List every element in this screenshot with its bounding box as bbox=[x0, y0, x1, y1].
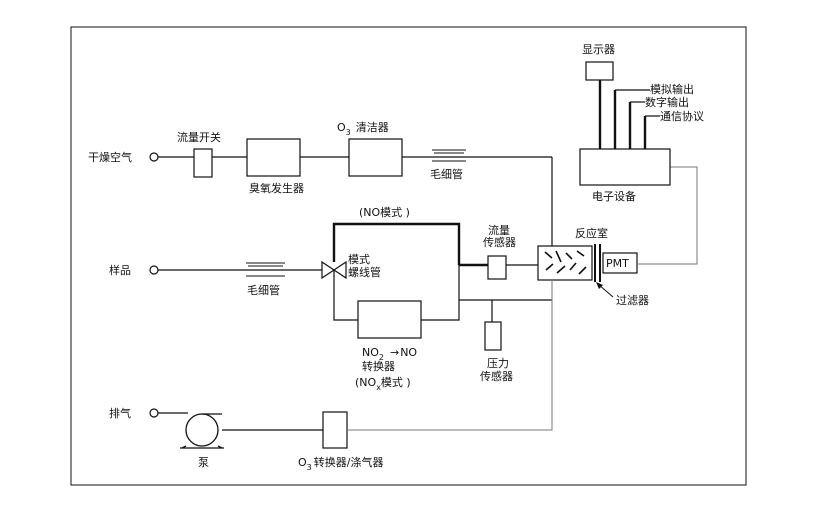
flow-sensor-label-1: 流量 bbox=[488, 223, 510, 237]
nox-mode-path-right bbox=[421, 265, 460, 321]
capillary-symbol-top bbox=[432, 149, 466, 162]
sample-inlet-port bbox=[149, 265, 159, 275]
flow-sensor bbox=[487, 255, 507, 280]
nox-mode-path-left bbox=[333, 286, 358, 321]
mode-valve-label-1: 模式 bbox=[348, 253, 370, 266]
pmt-signal-line bbox=[637, 166, 698, 265]
dry-air-label: 干燥空气 bbox=[88, 150, 132, 164]
capillary-symbol-sample bbox=[246, 262, 285, 277]
reaction-chamber-glow bbox=[544, 250, 587, 275]
electronics-unit bbox=[579, 148, 671, 186]
no-mode-label: (NO模式 ) bbox=[359, 206, 410, 219]
flow-switch bbox=[193, 148, 213, 178]
capillary-top-label: 毛细管 bbox=[430, 167, 463, 181]
pump-label: 泵 bbox=[198, 456, 209, 469]
electronics-label: 电子设备 bbox=[592, 189, 636, 203]
pipe-exhaust-return bbox=[347, 280, 553, 431]
ozone-generator bbox=[246, 138, 301, 177]
reaction-chamber-label: 反应室 bbox=[575, 226, 608, 240]
nox-mode-label: (NOx模式 ) bbox=[355, 376, 411, 392]
mode-valve-label-2: 螺线管 bbox=[348, 265, 381, 279]
diagram-frame bbox=[70, 26, 747, 486]
mode-solenoid-valve bbox=[321, 260, 347, 286]
display-label: 显示器 bbox=[582, 43, 615, 56]
ozone-generator-label: 臭氧发生器 bbox=[249, 181, 304, 195]
no-mode-path bbox=[332, 222, 461, 265]
o3-scrubber bbox=[322, 411, 348, 449]
digital-output-label: 数字输出 bbox=[645, 95, 689, 109]
pmt bbox=[602, 252, 638, 274]
exhaust-outlet-port bbox=[149, 408, 159, 418]
exhaust-label: 排气 bbox=[109, 406, 131, 420]
o3-cleaner bbox=[348, 138, 403, 177]
display bbox=[585, 61, 614, 81]
analog-output-label: 模拟输出 bbox=[650, 82, 694, 96]
pump bbox=[180, 413, 224, 449]
pmt-label: PMT bbox=[606, 257, 629, 270]
filter-pointer-head bbox=[596, 282, 603, 289]
capillary-sample-label: 毛细管 bbox=[247, 283, 280, 297]
converter-label-2: 转换器 bbox=[362, 359, 395, 373]
pressure-sensor bbox=[484, 321, 502, 351]
pressure-sensor-label-1: 压力 bbox=[487, 357, 509, 370]
reaction-chamber bbox=[537, 245, 593, 281]
filter-label: 过滤器 bbox=[616, 294, 649, 307]
converter-label-1: NO2→NO bbox=[362, 346, 417, 362]
comm-protocol-label: 通信协议 bbox=[660, 109, 704, 123]
flow-switch-label: 流量开关 bbox=[177, 130, 221, 144]
pressure-sensor-label-2: 传感器 bbox=[480, 370, 513, 383]
dry-air-inlet-port bbox=[149, 152, 159, 162]
sample-label: 样品 bbox=[109, 263, 131, 277]
no2-no-converter bbox=[357, 300, 422, 339]
flow-sensor-label-2: 传感器 bbox=[483, 236, 516, 249]
